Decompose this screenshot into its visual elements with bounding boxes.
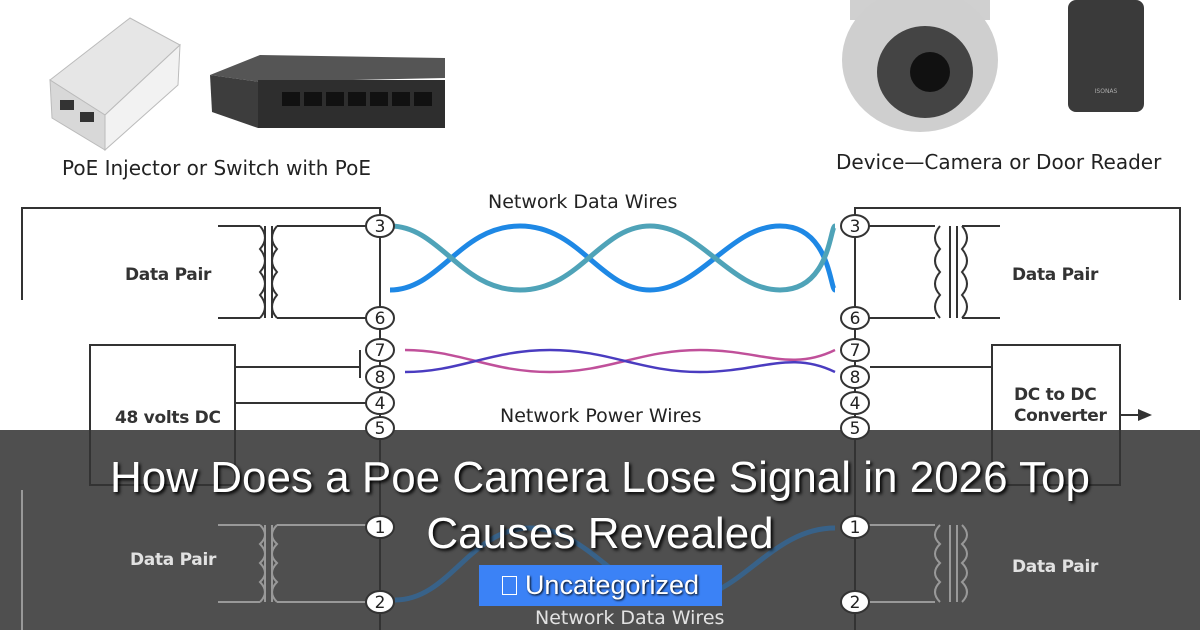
- left-photo-caption: PoE Injector or Switch with PoE: [62, 156, 371, 180]
- poe-injector-image: [49, 17, 181, 152]
- pin-8: [840, 365, 870, 389]
- data-wire-a: [389, 223, 838, 293]
- output-arrow-icon: [1138, 409, 1152, 421]
- pin-label: 4: [850, 394, 861, 414]
- pin-5: [840, 416, 870, 440]
- door-reader-image: ISONAS: [1068, 0, 1144, 112]
- bottom-wires-label: Network Data Wires: [535, 607, 725, 629]
- pin-3: [840, 214, 870, 238]
- pin-label: 2: [375, 593, 386, 613]
- pin-label: 5: [850, 419, 861, 439]
- pin-label: 8: [850, 368, 861, 388]
- pin-8: [365, 365, 395, 389]
- pin-label: 6: [375, 309, 386, 329]
- pin-4: [840, 391, 870, 415]
- pin-7: [840, 338, 870, 362]
- svg-text:ISONAS: ISONAS: [1095, 88, 1118, 95]
- poe-switch-image: [210, 55, 445, 128]
- pin-4: [365, 391, 395, 415]
- dome-camera-image: [842, 0, 998, 132]
- data-pair-label: Data Pair: [1012, 265, 1099, 285]
- pin-7: [365, 338, 395, 362]
- right-photo-caption: Device—Camera or Door Reader: [836, 150, 1162, 174]
- post-title: How Does a Poe Camera Lose Signal in 202…: [109, 453, 1090, 558]
- pin-label: 7: [375, 341, 386, 361]
- power-wire-b: [404, 348, 836, 374]
- top-wires-label: Network Data Wires: [488, 191, 678, 213]
- pin-label: 3: [375, 217, 386, 237]
- converter-label: DC to DC: [1014, 385, 1097, 405]
- pin-label: 1: [375, 518, 386, 538]
- power-source-label: 48 volts DC: [115, 408, 221, 428]
- pin-label: 5: [375, 419, 386, 439]
- converter-label: Converter: [1014, 406, 1107, 426]
- pin-label: 3: [850, 217, 861, 237]
- pin-5: [365, 416, 395, 440]
- folder-icon: [501, 576, 517, 595]
- pin-2: [365, 590, 395, 614]
- pin-6: [840, 306, 870, 330]
- pin-label: 1: [850, 518, 861, 538]
- data-pair-label: Data Pair: [125, 265, 212, 285]
- pin-label: 8: [375, 368, 386, 388]
- pin-label: 2: [850, 593, 861, 613]
- data-pair-label: Data Pair: [130, 550, 217, 570]
- pin-label: 4: [375, 394, 386, 414]
- pin-2: [840, 590, 870, 614]
- pin-6: [365, 306, 395, 330]
- pin-label: 7: [850, 341, 861, 361]
- data-wire-b: [389, 223, 838, 293]
- pin-group: 3 6 7 8 4 5 1 2 3 6 7 8 4 5 1 2: [365, 214, 870, 614]
- data-pair-label: Data Pair: [1012, 557, 1099, 577]
- category-label: Uncategorized: [524, 570, 700, 600]
- power-wires-label: Network Power Wires: [500, 405, 702, 427]
- pin-3: [365, 214, 395, 238]
- pin-1: [365, 515, 395, 539]
- pin-label: 6: [850, 309, 861, 329]
- pin-1: [840, 515, 870, 539]
- category-badge[interactable]: Uncategorized: [479, 565, 722, 606]
